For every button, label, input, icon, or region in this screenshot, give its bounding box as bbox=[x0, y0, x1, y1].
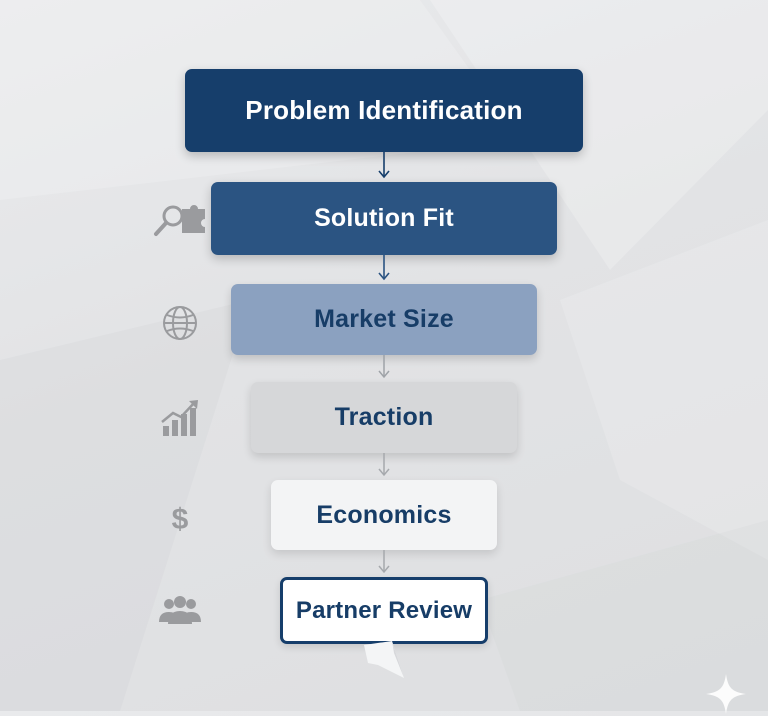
stage-economics: Economics bbox=[271, 480, 497, 550]
stage-market-size: Market Size bbox=[231, 284, 537, 355]
people-icon bbox=[159, 596, 201, 624]
stage-partner-review: Partner Review bbox=[280, 577, 488, 644]
arrow-down-icon bbox=[378, 355, 390, 379]
stage-label: Economics bbox=[316, 500, 452, 529]
stage-label: Solution Fit bbox=[314, 204, 454, 232]
stage-label: Partner Review bbox=[295, 596, 473, 624]
arrow-down-icon bbox=[378, 255, 390, 281]
sparkle-icon bbox=[706, 674, 746, 714]
arrow-down-icon bbox=[378, 550, 390, 574]
arrow-down-icon bbox=[378, 152, 390, 179]
stage-label: Traction bbox=[334, 403, 434, 431]
arrow-down-icon bbox=[378, 453, 390, 477]
svg-text:$: $ bbox=[172, 503, 189, 536]
stage-label: Market Size bbox=[314, 305, 454, 333]
stage-solution-fit: Solution Fit bbox=[211, 182, 557, 255]
page-tail-shape bbox=[364, 641, 404, 678]
stage-traction: Traction bbox=[251, 382, 517, 453]
globe-icon bbox=[163, 306, 197, 340]
search-puzzle-icon bbox=[154, 205, 205, 236]
stage-label: Problem Identification bbox=[245, 95, 523, 125]
stage-problem-identification: Problem Identification bbox=[185, 69, 583, 152]
dollar-icon: $ bbox=[172, 503, 189, 536]
growth-chart-icon bbox=[161, 400, 198, 436]
